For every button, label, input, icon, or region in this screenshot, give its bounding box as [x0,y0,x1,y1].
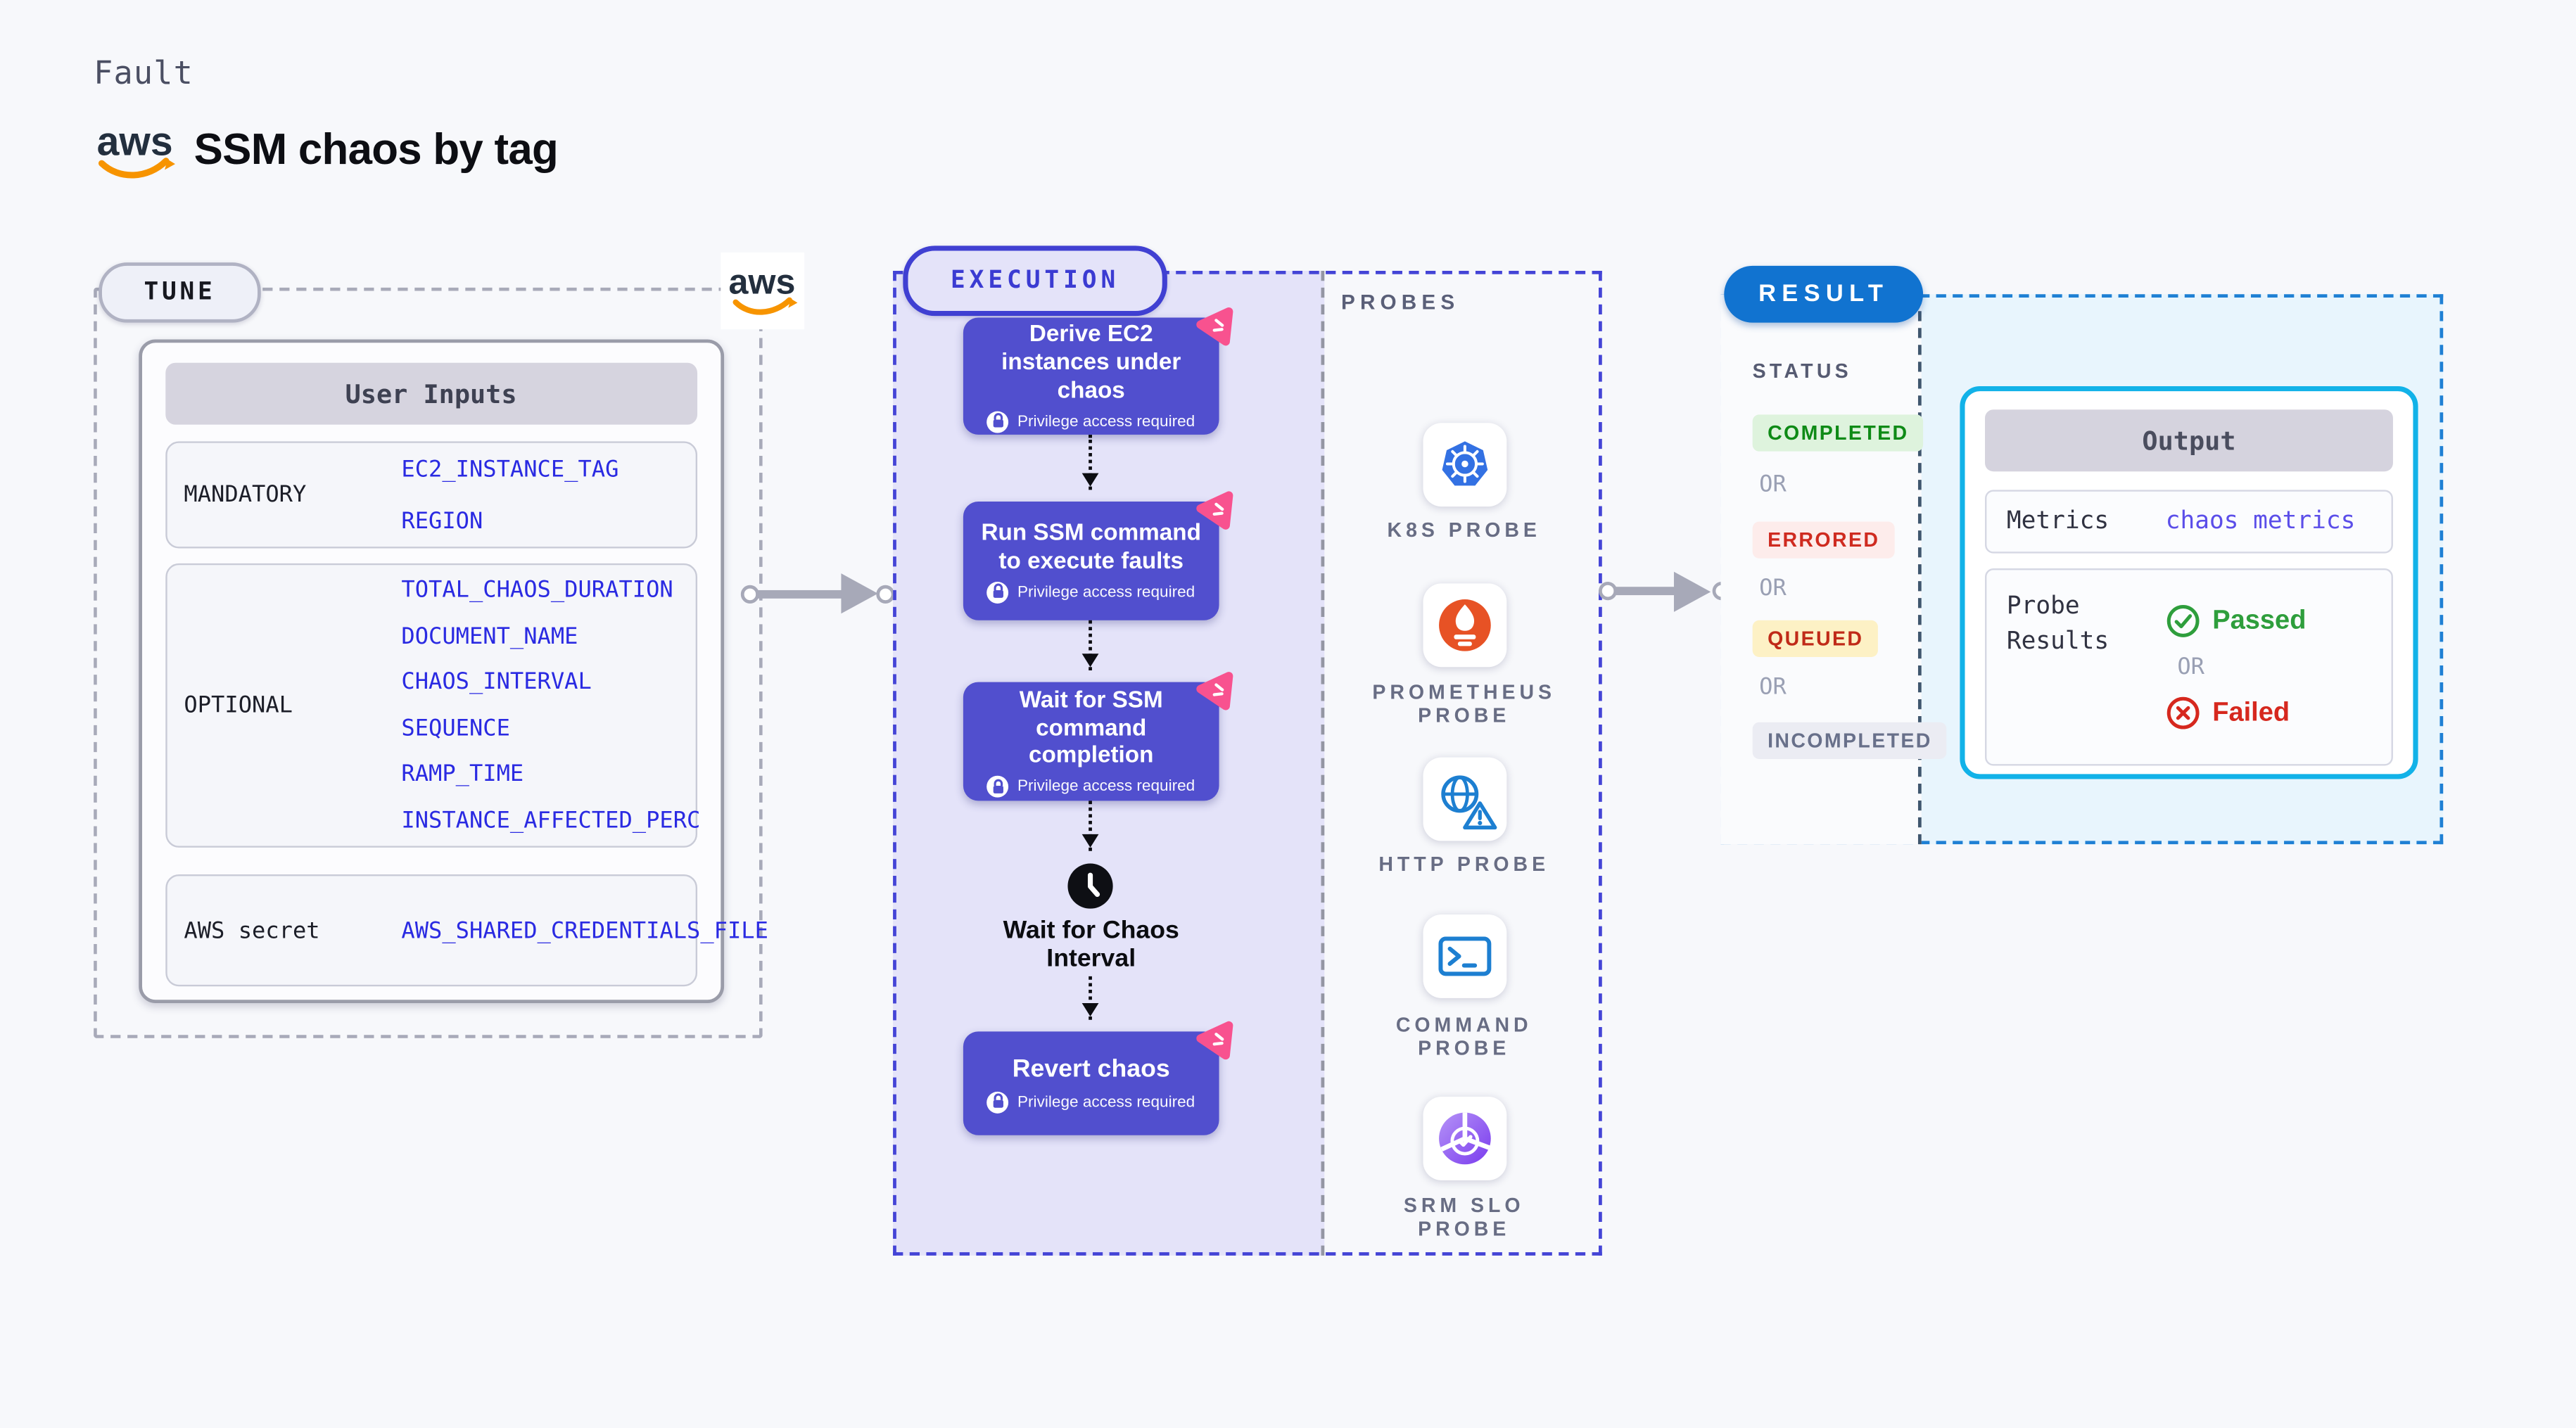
or-separator: OR [2177,654,2204,681]
status-badge-queued: QUEUED [1752,620,1879,658]
metrics-value: chaos metrics [2165,508,2356,535]
aws-logo: aws [94,117,177,184]
user-inputs-card: User Inputs MANDATORY EC2_INSTANCE_TAG R… [139,339,768,1003]
privilege-note: Privilege access required [987,776,1195,798]
status-badge-errored: ERRORED [1752,521,1895,559]
step-title: Run SSM command to execute faults [981,518,1201,574]
flow-arrow [1081,620,1098,671]
fault-kicker: Fault [94,55,193,92]
execution-section-label: EXECUTION [903,246,1167,317]
input-ramp-time: RAMP_TIME [401,760,524,788]
connector-dot-execution [876,584,895,603]
input-aws-shared-credentials-file: AWS_SHARED_CREDENTIALS_FILE [401,917,768,944]
execution-probes-outline [893,271,1602,1256]
input-total-chaos-duration: TOTAL_CHAOS_DURATION [401,577,673,604]
tune-section-label: TUNE [99,262,261,323]
prometheus-probe-label: PROMETHEUS PROBE [1372,680,1556,727]
input-chaos-interval: CHAOS_INTERVAL [401,669,592,696]
probe-results-row: Probe Results Passed OR Failed [1985,568,2393,766]
status-badge-completed: COMPLETED [1752,414,1924,452]
probe-passed: Passed [2166,604,2307,639]
step-wait-ssm-completion: Wait for SSM command completion Privileg… [963,672,1233,801]
arrowhead-probes-to-result [1673,570,1711,611]
arrowhead-tune-to-execution [841,573,878,614]
output-card: Output Metrics chaos metrics Probe Resul… [1960,385,2418,779]
lock-icon [987,581,1010,604]
srm-slo-probe-icon [1423,1097,1507,1180]
lock-icon [987,1090,1010,1113]
command-probe-icon [1423,914,1507,998]
or-separator: OR [1759,673,1787,701]
chaos-experiment-icon [1192,667,1236,711]
mandatory-row: MANDATORY EC2_INSTANCE_TAG REGION [165,441,697,549]
page-title: SSM chaos by tag [193,123,559,174]
probes-section-label: PROBES [1341,291,1460,314]
flow-arrow [1081,434,1098,490]
http-probe-label: HTTP PROBE [1378,853,1550,876]
aws-secret-label: AWS secret [184,917,320,944]
tune-section-outline [94,287,763,1038]
flow-arrow [1081,976,1098,1020]
prometheus-probe-icon [1423,583,1507,668]
svg-text:aws: aws [97,120,173,165]
privilege-note: Privilege access required [987,410,1195,433]
arrow-probes-to-result [1613,587,1677,596]
command-probe-label: COMMAND PROBE [1395,1013,1533,1060]
wait-for-chaos-interval-label: Wait for Chaos Interval [1003,916,1179,974]
svg-text:aws: aws [728,262,795,302]
aws-secret-row: AWS secret AWS_SHARED_CREDENTIALS_FILE [165,874,768,987]
k8s-probe-icon [1423,423,1507,507]
mandatory-label: MANDATORY [184,481,307,509]
passed-label: Passed [2212,606,2307,635]
lock-icon [987,776,1010,798]
step-derive-ec2: Derive EC2 instances under chaos Privile… [963,307,1233,435]
input-region: REGION [401,507,483,535]
status-label: STATUS [1752,359,1852,383]
step-title: Derive EC2 instances under chaos [1001,319,1181,403]
probe-failed: Failed [2166,696,2307,731]
failed-label: Failed [2212,698,2290,727]
clock-icon [1067,862,1114,910]
input-sequence: SEQUENCE [401,715,510,742]
optional-label: OPTIONAL [184,691,293,719]
aws-corner-logo: aws [721,252,805,330]
lock-icon [987,410,1010,433]
passed-check-icon [2166,604,2200,637]
chaos-experiment-icon [1192,302,1236,347]
input-ec2-instance-tag: EC2_INSTANCE_TAG [401,455,619,483]
probe-results-label: Probe Results [2006,593,2109,656]
failed-x-icon [2166,696,2200,729]
result-section-label: RESULT [1724,265,1924,323]
or-separator: OR [1759,471,1787,499]
step-title: Wait for SSM command completion [1019,684,1163,768]
k8s-probe-label: K8S PROBE [1387,518,1541,542]
metrics-row: Metrics chaos metrics [1985,490,2393,554]
chaos-experiment-icon [1192,1016,1236,1061]
chaos-experiment-icon [1192,486,1236,530]
privilege-note: Privilege access required [987,1090,1195,1113]
output-title: Output [1985,409,2393,472]
flow-arrow [1081,801,1098,851]
or-separator: OR [1759,575,1787,602]
status-badge-incompleted: INCOMPLETED [1752,722,1948,759]
arrow-tune-to-execution [756,589,845,598]
step-revert-chaos: Revert chaos Privilege access required [963,1021,1233,1135]
http-probe-icon [1423,757,1507,841]
metrics-label: Metrics [2006,507,2109,535]
step-run-ssm-command: Run SSM command to execute faults Privil… [963,491,1233,620]
step-title: Revert chaos [1012,1054,1170,1083]
user-inputs-title: User Inputs [165,362,697,425]
input-instance-affected-perc: INSTANCE_AFFECTED_PERC [401,807,701,834]
input-document-name: DOCUMENT_NAME [401,623,578,650]
srm-slo-probe-label: SRM SLO PROBE [1403,1193,1525,1241]
privilege-note: Privilege access required [987,581,1195,604]
optional-row: OPTIONAL TOTAL_CHAOS_DURATION DOCUMENT_N… [165,563,701,848]
connector-dot-probes [1597,582,1616,601]
